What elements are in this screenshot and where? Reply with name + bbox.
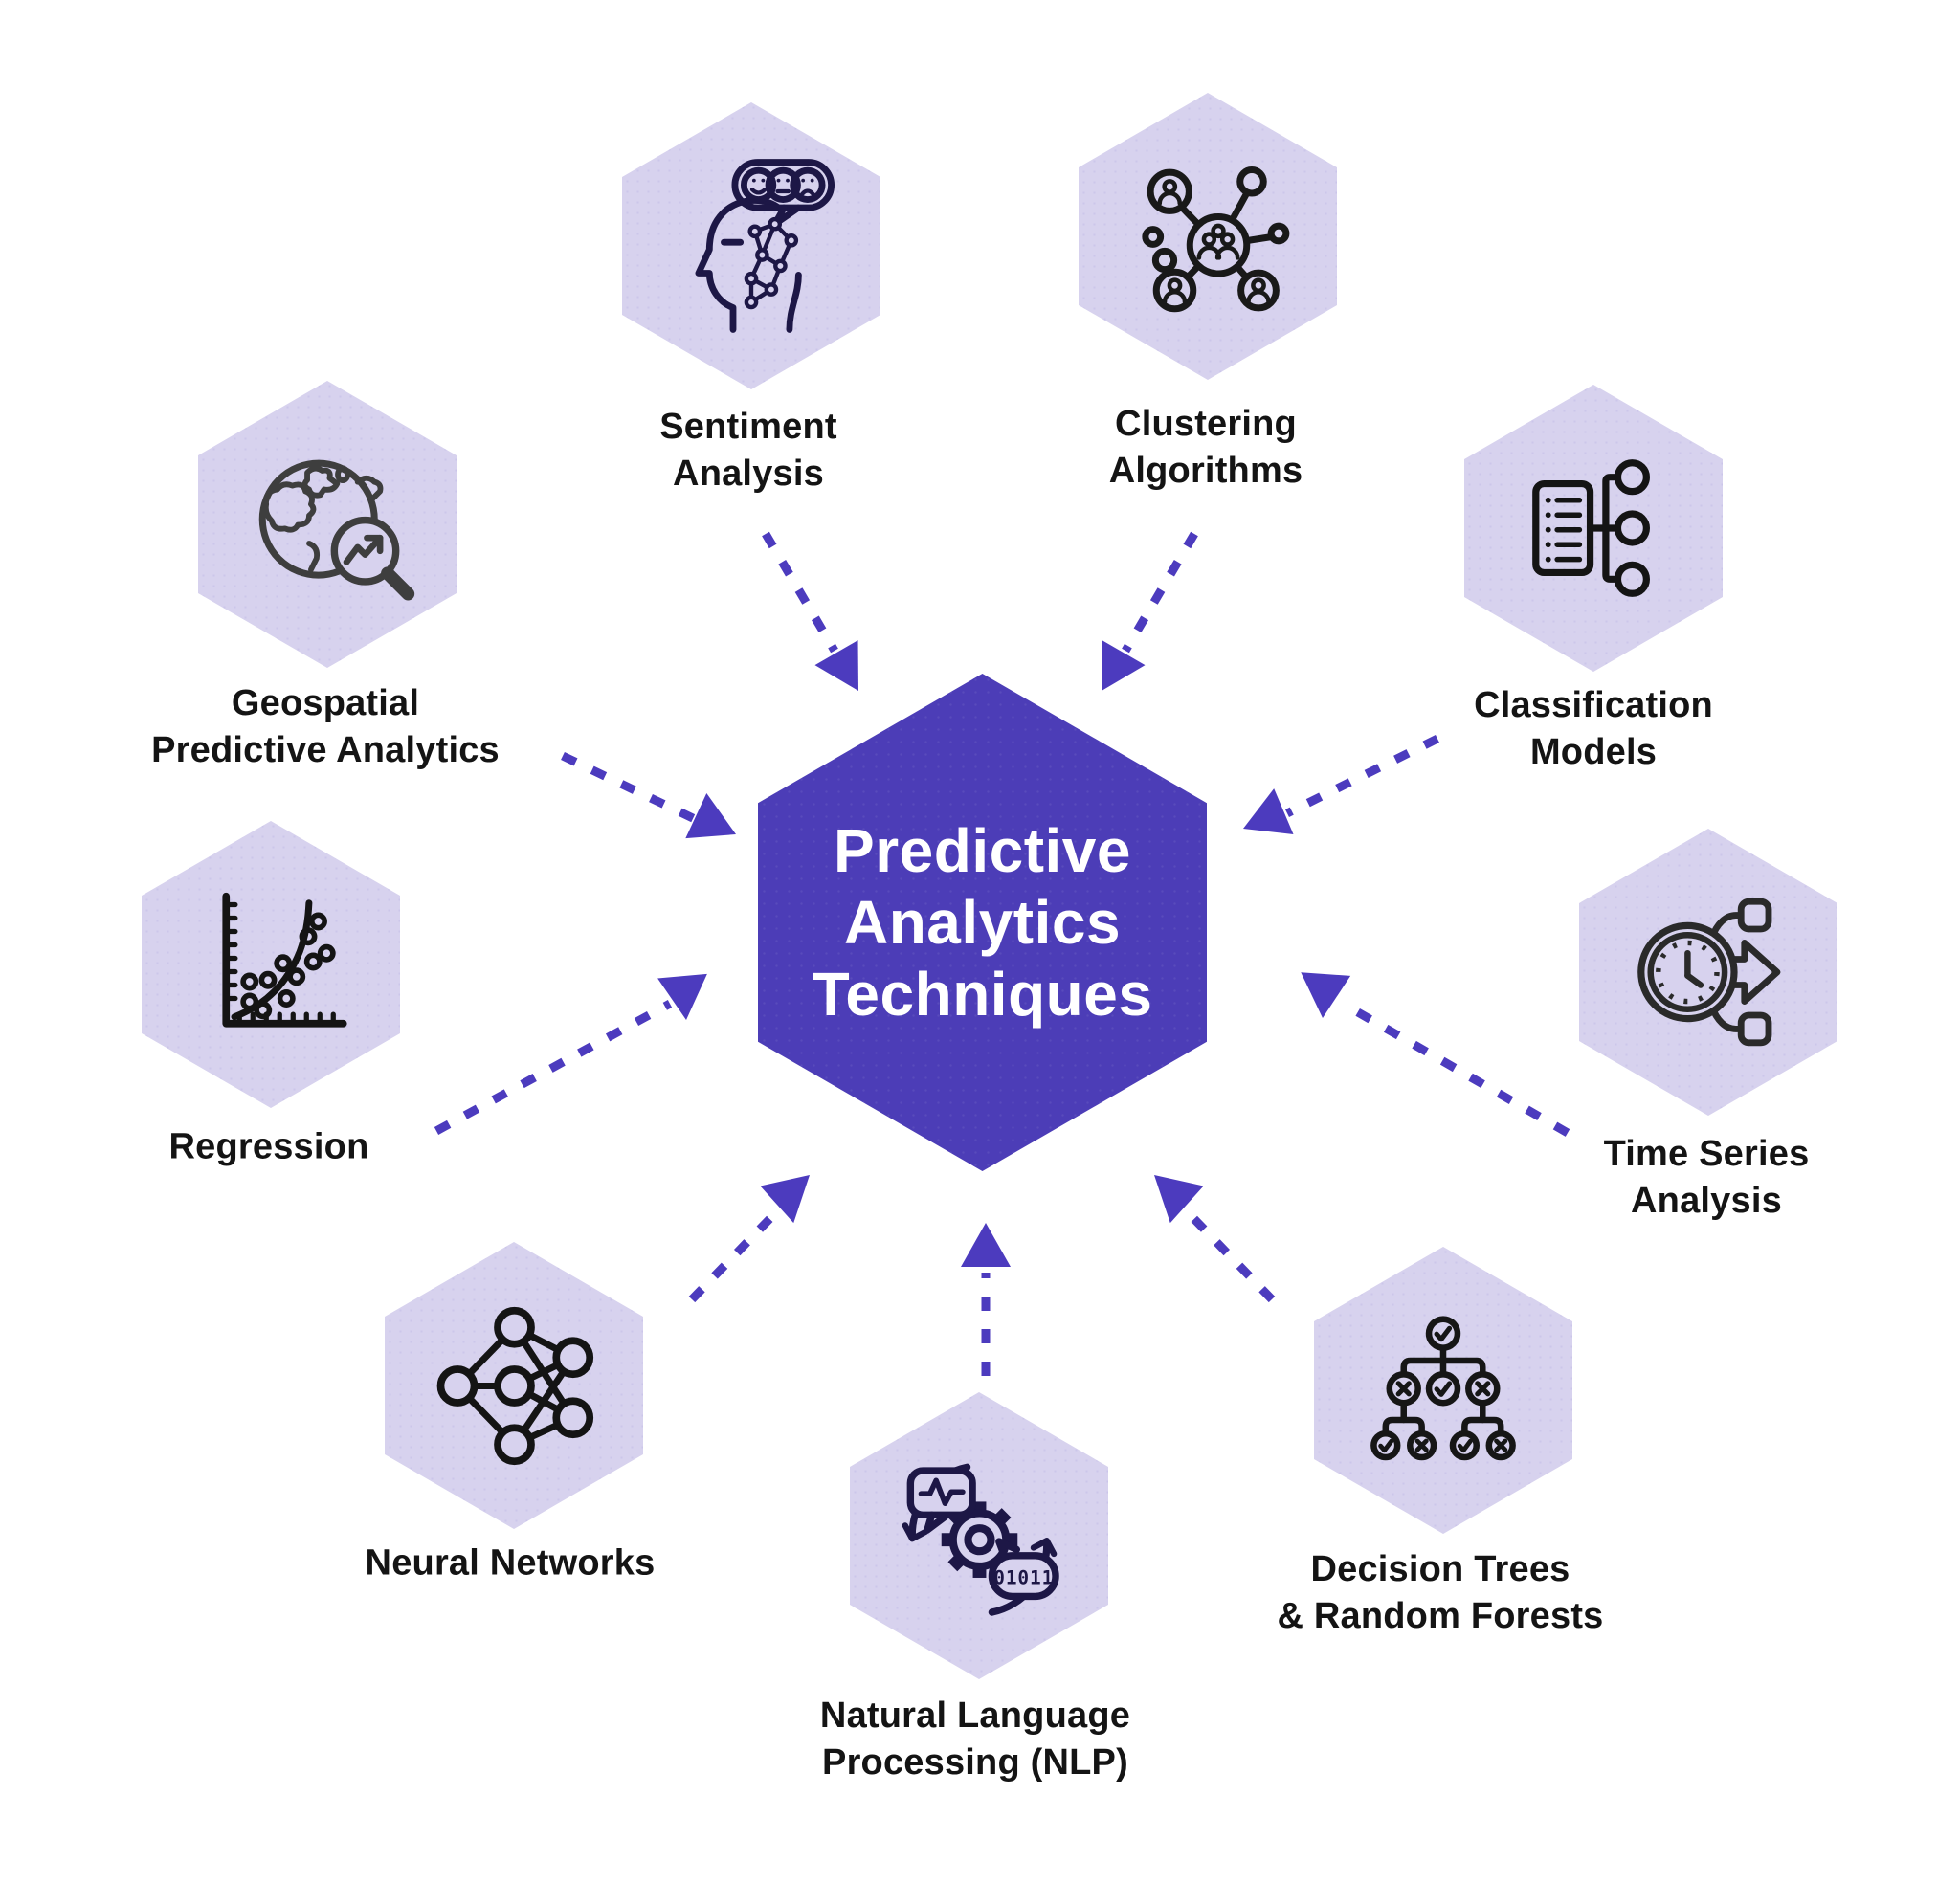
- decision-tree-icon: [1370, 1316, 1516, 1461]
- label-natural-language-processing: Natural Language Processing (NLP): [819, 1696, 1131, 1783]
- geospatial-globe-icon: [258, 459, 414, 600]
- time-series-clock-icon: [1637, 898, 1781, 1047]
- label-time-series-analysis: Time Series Analysis: [1603, 1134, 1810, 1221]
- arrow-nlp-to-center: [961, 1223, 1011, 1376]
- label-geospatial-predictive-analytics: Geospatial Predictive Analytics: [151, 683, 500, 770]
- arrow-clustering-to-center: [1102, 531, 1198, 691]
- neural-network-icon: [436, 1306, 593, 1465]
- arrow-decision-trees-to-center: [1154, 1175, 1276, 1303]
- arrow-classification-to-center: [1243, 734, 1440, 834]
- label-neural-networks: Neural Networks: [365, 1542, 656, 1584]
- label-clustering-algorithms: Clustering Algorithms: [1108, 404, 1303, 491]
- nlp-binary-text: 01011: [993, 1566, 1054, 1588]
- clustering-algorithms-icon: [1141, 166, 1289, 312]
- label-decision-trees-random-forests: Decision Trees & Random Forests: [1277, 1549, 1604, 1636]
- arrow-sentiment-to-center: [762, 531, 858, 691]
- arrow-regression-to-center: [434, 973, 707, 1135]
- arrow-neural-networks-to-center: [688, 1175, 810, 1303]
- classification-models-icon: [1532, 459, 1650, 597]
- label-classification-models: Classification Models: [1474, 685, 1713, 772]
- sentiment-analysis-icon: [695, 159, 835, 333]
- label-sentiment-analysis: Sentiment Analysis: [659, 407, 837, 494]
- regression-scatter-icon: [221, 892, 347, 1028]
- label-regression: Regression: [168, 1126, 369, 1167]
- arrow-geospatial-to-center: [561, 751, 736, 839]
- diagram-title: Predictive Analytics Techniques: [812, 815, 1153, 1029]
- arrow-time-series-to-center: [1301, 972, 1570, 1137]
- nlp-gear-icon: 01011: [902, 1463, 1059, 1616]
